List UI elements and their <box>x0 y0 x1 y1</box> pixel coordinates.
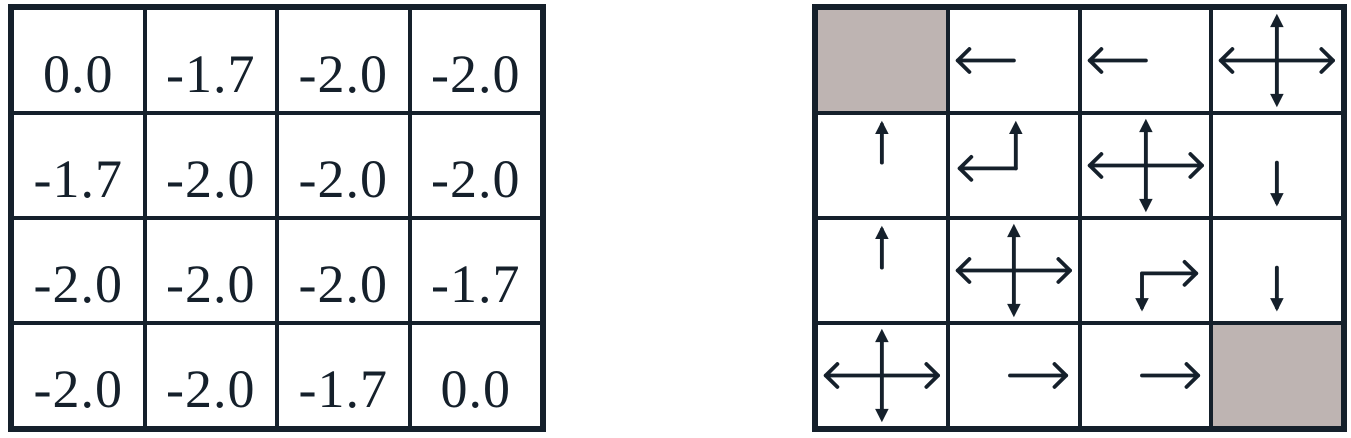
arrowhead-right <box>924 362 940 389</box>
arrowhead-left <box>1087 152 1103 179</box>
down-arrow-icon <box>1270 265 1284 312</box>
up-arrow-icon <box>875 225 889 270</box>
policy-cell-r3-c1 <box>947 323 1080 428</box>
arrowhead-right <box>1184 362 1200 389</box>
terminal-cell-r3-c3 <box>1211 323 1343 428</box>
arrowhead-down <box>1138 198 1153 213</box>
policy-cell-r1-c0 <box>816 113 948 218</box>
arrowhead-up <box>875 328 889 343</box>
value-cell-r3-c1: -2.0 <box>144 323 277 428</box>
arrowhead-right <box>1319 47 1336 74</box>
policy-cell-r0-c1 <box>947 8 1080 113</box>
left-right-up-down-arrow-icon <box>955 223 1072 318</box>
arrowhead-left <box>955 257 972 284</box>
value-cell-r3-c3: 0.0 <box>409 323 542 428</box>
value-cell-r1-c2: -2.0 <box>277 113 410 218</box>
policy-cell-r0-c3 <box>1211 8 1343 113</box>
policy-cell-r1-c2 <box>1079 113 1212 218</box>
value-cell-r1-c0: -1.7 <box>12 113 145 218</box>
value-cell-r0-c3: -2.0 <box>409 8 542 113</box>
left-right-up-down-arrow-icon <box>1087 118 1204 213</box>
policy-cell-r2-c3 <box>1211 218 1343 323</box>
value-cell-r2-c0: -2.0 <box>12 218 145 323</box>
arrowhead-up <box>1270 13 1284 28</box>
arrowhead-left <box>957 155 973 182</box>
value-cell-r3-c0: -2.0 <box>12 323 145 428</box>
policy-cell-r3-c0 <box>816 323 948 428</box>
value-cell-r2-c1: -2.0 <box>144 218 277 323</box>
arrowhead-up <box>875 225 889 240</box>
arrowhead-right <box>1182 260 1198 287</box>
left-up-arrow-icon <box>957 120 1023 182</box>
arrowhead-left <box>1219 47 1235 74</box>
down-arrow-icon <box>1270 160 1284 207</box>
value-cell-r1-c1: -2.0 <box>144 113 277 218</box>
arrowhead-up <box>1008 120 1023 135</box>
arrowhead-down <box>1270 93 1284 108</box>
policy-cell-r1-c1 <box>947 113 1080 218</box>
arrowhead-down <box>1270 298 1284 312</box>
arrowhead-up <box>875 120 889 135</box>
right-arrow-icon <box>1007 362 1068 389</box>
terminal-cell-r0-c0 <box>816 8 948 113</box>
policy-cell-r0-c2 <box>1079 8 1212 113</box>
arrowhead-down <box>1270 193 1284 207</box>
policy-grid <box>812 4 1347 432</box>
value-cell-r2-c2: -2.0 <box>277 218 410 323</box>
arrowhead-right <box>1052 362 1068 389</box>
state-value-grid: 0.0 -1.7 -2.0 -2.0 -1.7 -2.0 -2.0 -2.0 -… <box>8 4 546 432</box>
policy-cell-r2-c1 <box>947 218 1080 323</box>
right-down-arrow-icon <box>1134 260 1198 312</box>
up-arrow-icon <box>875 120 889 165</box>
arrowhead-left <box>955 47 972 74</box>
value-cell-r0-c2: -2.0 <box>277 8 410 113</box>
value-cell-r1-c3: -2.0 <box>409 113 542 218</box>
arrowhead-down <box>1006 303 1021 318</box>
arrowhead-down <box>1134 298 1149 312</box>
left-arrow-icon <box>955 47 1016 74</box>
policy-cell-r1-c3 <box>1211 113 1343 218</box>
left-right-up-down-arrow-icon <box>1219 13 1336 108</box>
arrowhead-down <box>875 408 889 423</box>
policy-cell-r3-c2 <box>1079 323 1212 428</box>
right-arrow-icon <box>1139 362 1200 389</box>
value-cell-r3-c2: -1.7 <box>277 323 410 428</box>
arrowhead-left <box>823 362 840 389</box>
arrowhead-right <box>1187 152 1204 179</box>
value-cell-r0-c1: -1.7 <box>144 8 277 113</box>
value-cell-r2-c3: -1.7 <box>409 218 542 323</box>
arrowhead-right <box>1056 257 1072 284</box>
arrowhead-left <box>1087 47 1103 74</box>
arrowhead-up <box>1006 223 1021 238</box>
policy-cell-r2-c0 <box>816 218 948 323</box>
left-arrow-icon <box>1087 47 1148 74</box>
value-cell-r0-c0: 0.0 <box>12 8 145 113</box>
arrowhead-up <box>1138 118 1153 133</box>
left-right-up-down-arrow-icon <box>823 328 940 423</box>
policy-cell-r2-c2 <box>1079 218 1212 323</box>
